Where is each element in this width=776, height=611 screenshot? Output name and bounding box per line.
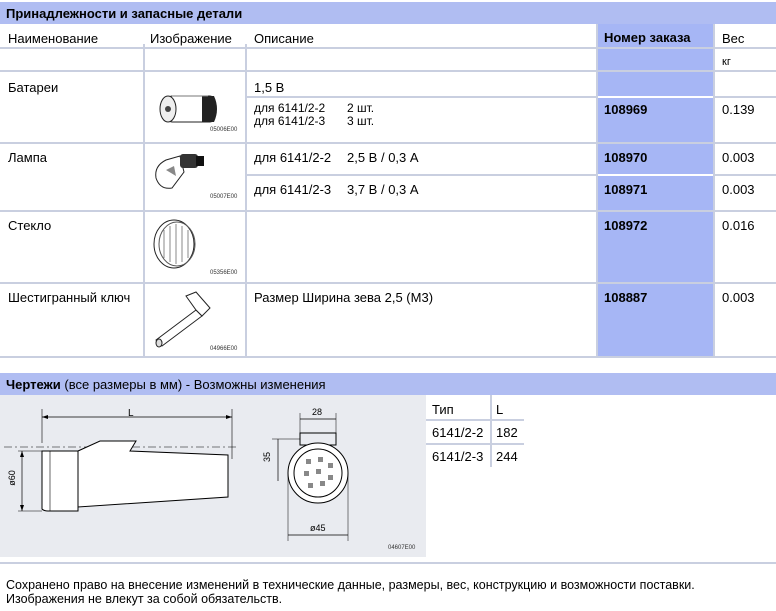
section-title-accessories: Принадлежности и запасные детали	[0, 2, 776, 24]
table-row-L: 244	[496, 449, 518, 464]
col-L-header: L	[496, 402, 504, 417]
order-bg: 108887	[598, 284, 713, 356]
row-sep-3	[0, 282, 776, 284]
desc-b: для 6141/2-3	[254, 114, 326, 128]
drawing-code: 04607E00	[388, 545, 416, 551]
weight: 0.003	[722, 290, 755, 305]
order-bg-top	[598, 72, 713, 96]
col-sep-2	[245, 44, 247, 356]
inner-sep	[247, 96, 596, 98]
dim-d45: ø45	[310, 523, 326, 533]
header-name: Наименование	[8, 31, 99, 46]
order-number-2: 108971	[604, 182, 648, 197]
inner-sep-w	[715, 174, 776, 176]
drawing-area: L ø60 28 35 ø45 04607E00	[0, 395, 426, 557]
desc-1-val: 2,5 В / 0,3 А	[347, 150, 419, 165]
glass-image: 05356E00	[150, 218, 242, 280]
table-row-sep	[426, 443, 524, 445]
row-name: Лампа	[8, 150, 47, 165]
battery-image: 05006E00	[150, 86, 240, 136]
weight-1: 0.003	[722, 150, 755, 165]
header-description: Описание	[254, 31, 314, 46]
section2-title-bold: Чертежи	[6, 377, 61, 392]
desc-a: для 6141/2-2	[254, 101, 326, 115]
dim-L: L	[128, 408, 134, 419]
technical-drawing	[4, 409, 349, 541]
desc-head: 1,5 В	[254, 80, 285, 95]
table-row-batteries: Батареи 05006E00 1,5 В для 6141/2-2 2 шт…	[0, 72, 776, 142]
weight: 0.139	[722, 102, 755, 117]
row-name: Шестигранный ключ	[8, 290, 131, 305]
desc-1: для 6141/2-2	[254, 150, 332, 165]
row-name: Стекло	[8, 218, 52, 233]
order-number: 108887	[604, 290, 648, 305]
table-col-sep	[490, 395, 492, 467]
weight: 0.016	[722, 218, 755, 233]
table-row-L: 182	[496, 425, 518, 440]
image-code: 05356E00	[210, 270, 238, 276]
dim-35: 35	[262, 451, 273, 463]
header-order: Номер заказа	[604, 30, 691, 45]
section2-title-rest: (все размеры в мм) - Возможны изменения	[60, 377, 326, 392]
order-bg: 108972	[598, 212, 713, 282]
order-bg: 108969	[598, 98, 713, 142]
header-weight: Вес	[722, 31, 745, 46]
image-code: 05006E00	[210, 127, 238, 133]
section-title-text: Принадлежности и запасные детали	[6, 6, 243, 21]
dim-d60: ø60	[6, 470, 17, 486]
col-sep-3	[596, 24, 598, 356]
desc-a-val: 2 шт.	[347, 101, 375, 115]
table-row-sep	[426, 419, 524, 421]
table-header: Наименование Изображение Описание Номер …	[0, 24, 776, 72]
header-order-bg-2	[598, 49, 713, 71]
disclaimer-line-2: Изображения не влекут за собой обязатель…	[6, 592, 283, 606]
type-length-table: Тип L 6141/2-2 182 6141/2-3 244	[426, 395, 776, 470]
header-image: Изображение	[150, 31, 232, 46]
dim-28: 28	[312, 407, 323, 417]
inner-sep-w	[715, 96, 776, 98]
description: Размер Ширина зева 2,5 (M3)	[254, 290, 434, 305]
table-row-glass: Стекло 05356E00 108972 0.016	[0, 212, 776, 282]
header-weight-unit: кг	[722, 56, 731, 68]
desc-b-val: 3 шт.	[347, 114, 375, 128]
disclaimer-line-1: Сохранено право на внесение изменений в …	[6, 578, 695, 592]
row-sep-4	[0, 356, 776, 358]
row-sep-hdr	[0, 47, 776, 49]
order-number: 108969	[604, 102, 648, 117]
table-row-type: 6141/2-3	[432, 449, 484, 464]
desc-2-val: 3,7 В / 0,3 А	[347, 182, 419, 197]
table-row-hex-key: Шестигранный ключ 04966E00 Размер Ширина…	[0, 284, 776, 356]
order-number: 108972	[604, 218, 648, 233]
footer-sep	[0, 562, 776, 564]
order-bg-1: 108970	[598, 144, 713, 174]
col-sep-4	[713, 24, 715, 356]
row-name: Батареи	[8, 80, 59, 95]
inner-sep	[247, 174, 596, 176]
disclaimer: Сохранено право на внесение изменений в …	[6, 578, 774, 606]
row-sep-1	[0, 142, 776, 144]
row-sep-2	[0, 210, 776, 212]
hex-key-image: 04966E00	[150, 288, 242, 354]
image-code: 04966E00	[210, 346, 238, 352]
header-order-bg: Номер заказа	[598, 24, 713, 47]
section-title-drawings: Чертежи (все размеры в мм) - Возможны из…	[0, 373, 776, 395]
table-row-type: 6141/2-2	[432, 425, 484, 440]
lamp-image: 05007E00	[150, 148, 242, 204]
row-sep-hdr2	[0, 70, 776, 72]
order-bg-2: 108971	[598, 176, 713, 210]
weight-2: 0.003	[722, 182, 755, 197]
desc-2: для 6141/2-3	[254, 182, 332, 197]
image-code: 05007E00	[210, 194, 238, 200]
table-row-lamp: Лампа 05007E00 для 6141/2-2 2,5 В / 0,3 …	[0, 144, 776, 210]
col-sep-1	[143, 44, 145, 356]
order-number-1: 108970	[604, 150, 648, 165]
col-type-header: Тип	[432, 402, 454, 417]
